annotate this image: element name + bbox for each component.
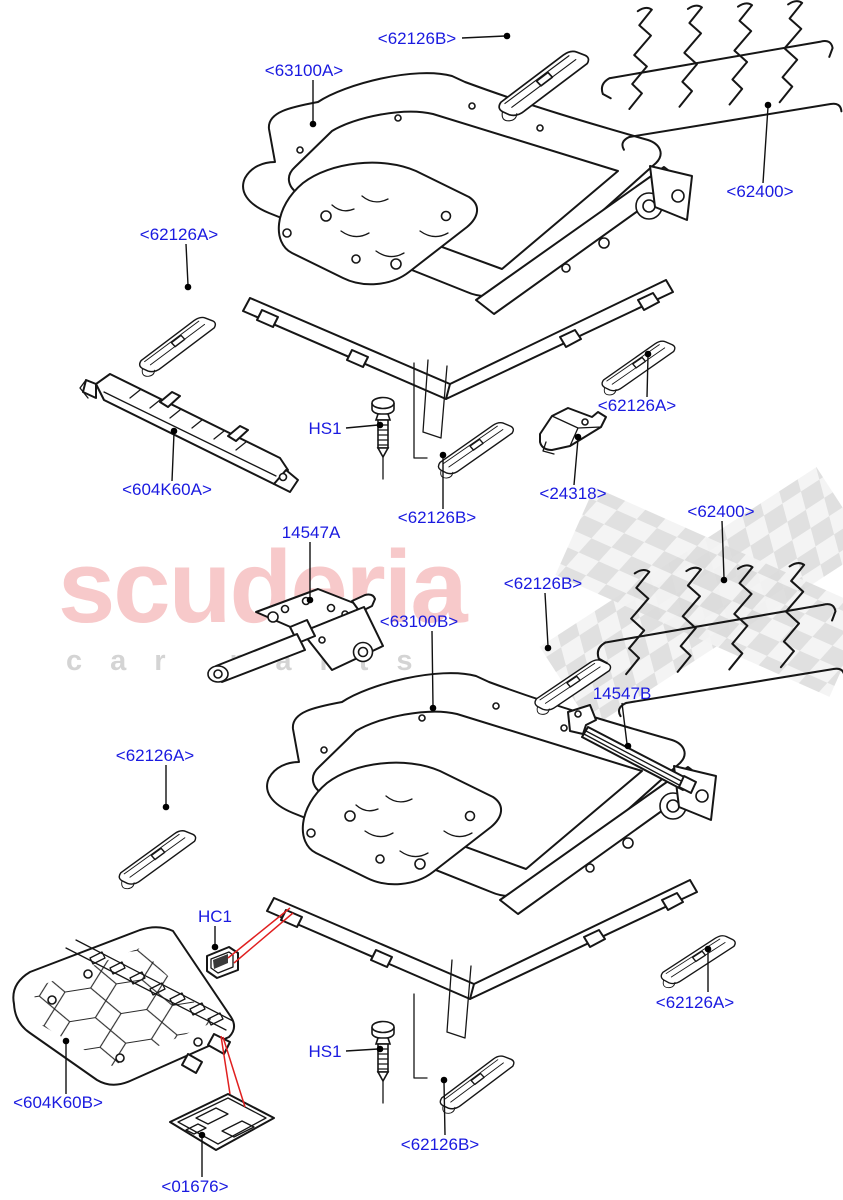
- part-label-hs1-lower[interactable]: HS1: [308, 1042, 342, 1061]
- part-label-01676[interactable]: <01676>: [161, 1177, 229, 1196]
- part-label-14547b[interactable]: 14547B: [592, 684, 652, 703]
- bolt-hs1-lower-drawing: [371, 1020, 395, 1104]
- cover-62126a-middle-left-drawing: [110, 826, 206, 892]
- cover-62126a-upper-right-drawing: [594, 337, 684, 398]
- part-label-62126b-upper-left[interactable]: <62126B>: [397, 508, 477, 527]
- cover-62126b-lower-drawing: [431, 1051, 524, 1116]
- watermark-brand-text: scuderia: [58, 529, 468, 644]
- part-label-62126a-middle-left[interactable]: <62126A>: [115, 746, 195, 765]
- adjuster-motor-14547a-drawing: [207, 588, 384, 683]
- part-label-62126a-upper-left[interactable]: <62126A>: [139, 225, 219, 244]
- part-label-hs1-upper[interactable]: HS1: [308, 419, 342, 438]
- part-label-604k60a[interactable]: <604K60A>: [122, 480, 212, 499]
- part-label-63100a[interactable]: <63100A>: [264, 61, 344, 80]
- bolt-hs1-upper-drawing: [371, 396, 395, 480]
- wire-mat-62400-upper-drawing: [598, 0, 843, 159]
- part-label-62126b-lower[interactable]: <62126B>: [400, 1135, 480, 1154]
- bracket-604k60a-drawing: [79, 373, 299, 493]
- part-label-62126a-upper-right[interactable]: <62126A>: [597, 396, 677, 415]
- part-label-14547a[interactable]: 14547A: [281, 523, 341, 542]
- part-label-24318[interactable]: <24318>: [539, 484, 607, 503]
- watermark: scuderia car parts: [58, 467, 843, 728]
- part-label-hc1[interactable]: HC1: [197, 907, 233, 926]
- part-label-604k60b[interactable]: <604K60B>: [13, 1093, 103, 1112]
- drive-cable-14547b-drawing: [567, 704, 697, 794]
- valance-panel-604k60b-drawing: [12, 926, 235, 1086]
- plate-01676-drawing: [169, 1093, 275, 1151]
- clip-hc1-drawing: [206, 946, 239, 979]
- cover-62126a-upper-left-drawing: [130, 312, 226, 379]
- red-callout-lines: [220, 907, 294, 1108]
- part-label-63100b[interactable]: <63100B>: [379, 612, 459, 631]
- frame-section-boundary-lines: [413, 362, 428, 1079]
- cover-62126b-upper-left-drawing: [430, 418, 523, 481]
- leader-lines: [62, 32, 772, 1177]
- seat-frame-63100b-drawing: [266, 672, 717, 1039]
- cover-62126a-lower-right-drawing: [654, 931, 743, 990]
- part-label-62400-lower[interactable]: <62400>: [687, 502, 755, 521]
- checkered-flag-band-2: [555, 487, 843, 697]
- part-label-62400-upper[interactable]: <62400>: [726, 182, 794, 201]
- part-label-62126a-lower-right[interactable]: <62126A>: [655, 993, 735, 1012]
- bracket-24318-drawing: [539, 407, 607, 455]
- part-label-62126b-top[interactable]: <62126B>: [377, 29, 457, 48]
- part-label-62126b-middle[interactable]: <62126B>: [503, 574, 583, 593]
